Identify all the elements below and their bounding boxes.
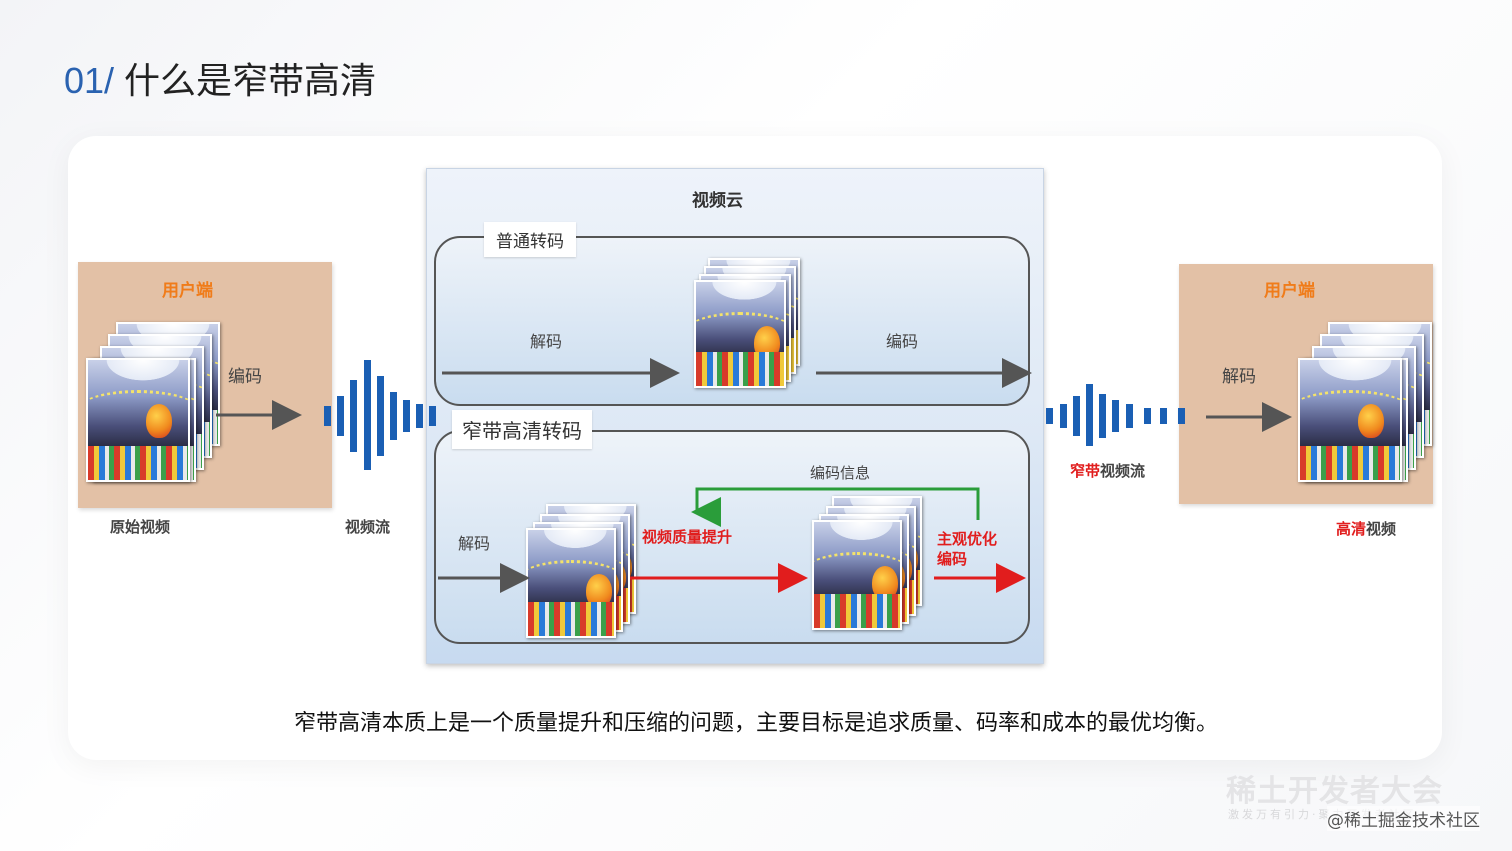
page-title: 01/什么是窄带高清 [64, 52, 376, 104]
source-user-label: 用户端 [162, 281, 213, 301]
section-title: 什么是窄带高清 [124, 61, 377, 102]
left-encode-label: 编码 [228, 367, 262, 387]
watermark-credit: @稀土掘金技术社区 [1327, 806, 1480, 831]
subjective-encode-label-1: 主观优化 [937, 530, 998, 548]
nbhd-transcode-tag: 窄带高清转码 [452, 410, 592, 449]
video-stream-caption: 视频流 [345, 518, 391, 536]
normal-encode-label: 编码 [886, 332, 919, 351]
video-frame-stack-icon [694, 280, 786, 388]
hd-video-caption-rest: 视频 [1366, 520, 1397, 538]
hd-video-caption: 高清视频 [1336, 518, 1396, 539]
right-decode-label: 解码 [1222, 367, 1256, 387]
normal-transcode-tag: 普通转码 [484, 222, 576, 257]
section-number: 01/ [64, 60, 115, 101]
client-user-label: 用户端 [1264, 281, 1315, 301]
nbhd-stream-caption-rest: 视频流 [1100, 462, 1146, 480]
watermark-brand: 稀土开发者大会 [1226, 774, 1443, 809]
quality-enhance-label: 视频质量提升 [642, 528, 733, 546]
nbhd-stream-caption: 窄带视频流 [1070, 460, 1145, 481]
video-frame-stack-icon [812, 520, 902, 630]
cloud-title: 视频云 [692, 191, 743, 211]
video-frame-stack-icon [1298, 358, 1402, 482]
summary-caption: 窄带高清本质上是一个质量提升和压缩的问题，主要目标是追求质量、码率和成本的最优均… [293, 711, 1218, 736]
video-frame-stack-icon [526, 528, 616, 638]
source-video-caption: 原始视频 [110, 518, 171, 536]
nbhd-stream-caption-highlight: 窄带 [1070, 462, 1101, 480]
nbhd-decode-label: 解码 [458, 534, 491, 553]
normal-decode-label: 解码 [530, 332, 563, 351]
video-frame-stack-icon [86, 358, 190, 482]
subjective-encode-label-2: 编码 [937, 550, 968, 568]
hd-video-caption-highlight: 高清 [1336, 520, 1367, 538]
feedback-label: 编码信息 [810, 464, 871, 482]
